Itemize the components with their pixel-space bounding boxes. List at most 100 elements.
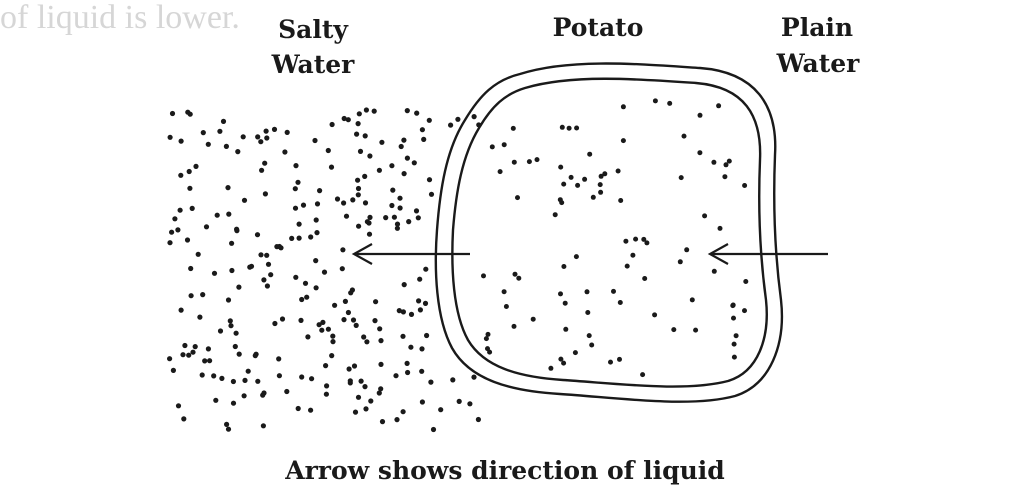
salt-dot <box>186 168 192 175</box>
salt-dot <box>373 299 379 305</box>
potato-dot <box>652 312 658 318</box>
potato-dot <box>731 354 737 360</box>
salt-dot <box>355 121 361 127</box>
potato-dot <box>558 356 564 362</box>
salt-dot <box>167 240 173 246</box>
potato-dot <box>587 151 593 157</box>
salt-dot <box>255 378 261 384</box>
salt-dot <box>416 298 422 304</box>
salt-dot <box>391 214 397 220</box>
salt-dot <box>177 207 183 213</box>
salt-dot <box>197 314 203 320</box>
salt-dot <box>282 149 288 155</box>
salt-dot <box>293 274 299 280</box>
salt-dot <box>240 134 246 140</box>
salt-dot <box>321 269 328 275</box>
salt-dot <box>272 320 278 327</box>
salt-dot <box>362 133 368 139</box>
potato-dot <box>723 162 729 168</box>
salt-dot <box>397 205 403 211</box>
potato-dot <box>590 194 596 200</box>
salt-dot <box>211 373 217 379</box>
salt-dot <box>193 163 199 169</box>
potato-dot <box>501 142 507 148</box>
salt-dot <box>401 282 407 288</box>
salt-dot <box>271 126 278 132</box>
salt-dot <box>242 377 248 383</box>
salt-dot <box>389 202 395 209</box>
arrow-right <box>707 243 828 265</box>
salt-dot <box>330 333 336 339</box>
potato-dot <box>608 359 613 365</box>
salt-dot <box>417 307 423 313</box>
salt-dot <box>426 177 433 183</box>
potato-dot <box>697 112 703 118</box>
salt-dot <box>189 205 195 211</box>
salt-dot <box>408 311 415 317</box>
potato-dot <box>552 212 558 218</box>
salt-dot <box>308 407 314 413</box>
salt-dot <box>185 109 191 115</box>
salt-dot <box>203 224 210 230</box>
salt-dot <box>398 143 404 150</box>
potato-dot <box>743 279 749 284</box>
salt-dot <box>393 373 399 379</box>
salt-dot <box>394 225 400 231</box>
salt-dot <box>284 388 290 395</box>
salt-dot <box>426 117 432 123</box>
salt-dot <box>300 202 307 208</box>
potato-dot <box>640 372 646 378</box>
plain-water-label-line1: Plain <box>781 13 853 42</box>
potato-dot <box>644 240 650 246</box>
salt-dot <box>419 399 425 405</box>
salt-dot <box>450 377 456 383</box>
salt-dot <box>400 333 406 339</box>
potato-dot <box>489 144 495 150</box>
salt-dot <box>226 211 232 217</box>
salt-dot <box>419 368 425 374</box>
salt-dot <box>356 223 362 229</box>
salt-dot <box>211 270 218 276</box>
salt-dot <box>361 334 367 340</box>
salt-dot <box>313 217 319 223</box>
salt-dot <box>236 351 242 357</box>
salt-dot <box>345 117 351 123</box>
salt-dot <box>299 374 305 380</box>
salt-dot <box>378 361 384 367</box>
salt-dot <box>366 220 372 226</box>
potato-dot <box>483 336 489 342</box>
salt-dot <box>419 127 425 133</box>
potato-dot <box>503 304 509 309</box>
salt-dot <box>229 240 235 246</box>
salt-dot <box>262 191 268 197</box>
potato-dot <box>515 195 520 201</box>
salt-dot <box>317 188 323 194</box>
potato-dot <box>510 125 516 131</box>
salt-dot <box>292 186 298 192</box>
salt-dot <box>223 143 229 149</box>
salt-dot <box>400 409 406 415</box>
salt-dot <box>175 227 181 233</box>
salt-dot <box>316 322 322 328</box>
salt-dot <box>448 122 454 128</box>
potato-dot <box>641 236 647 242</box>
salt-dot <box>207 358 213 364</box>
salt-dot <box>188 265 194 272</box>
potato-dot <box>618 198 624 203</box>
salt-dot <box>430 426 437 433</box>
salt-dot <box>265 261 272 267</box>
salt-dot <box>367 214 373 220</box>
potato-dot <box>730 303 736 309</box>
salt-dot <box>368 398 374 404</box>
salt-dot <box>356 111 362 117</box>
salt-dot <box>323 391 329 397</box>
potato-dot <box>516 275 522 281</box>
salt-dot <box>252 353 258 359</box>
salt-dot <box>467 401 473 407</box>
salt-dot <box>341 115 347 122</box>
salt-dot <box>184 237 191 243</box>
salt-dot <box>259 167 265 173</box>
potato-dot <box>526 159 532 165</box>
salt-dot <box>413 208 420 214</box>
